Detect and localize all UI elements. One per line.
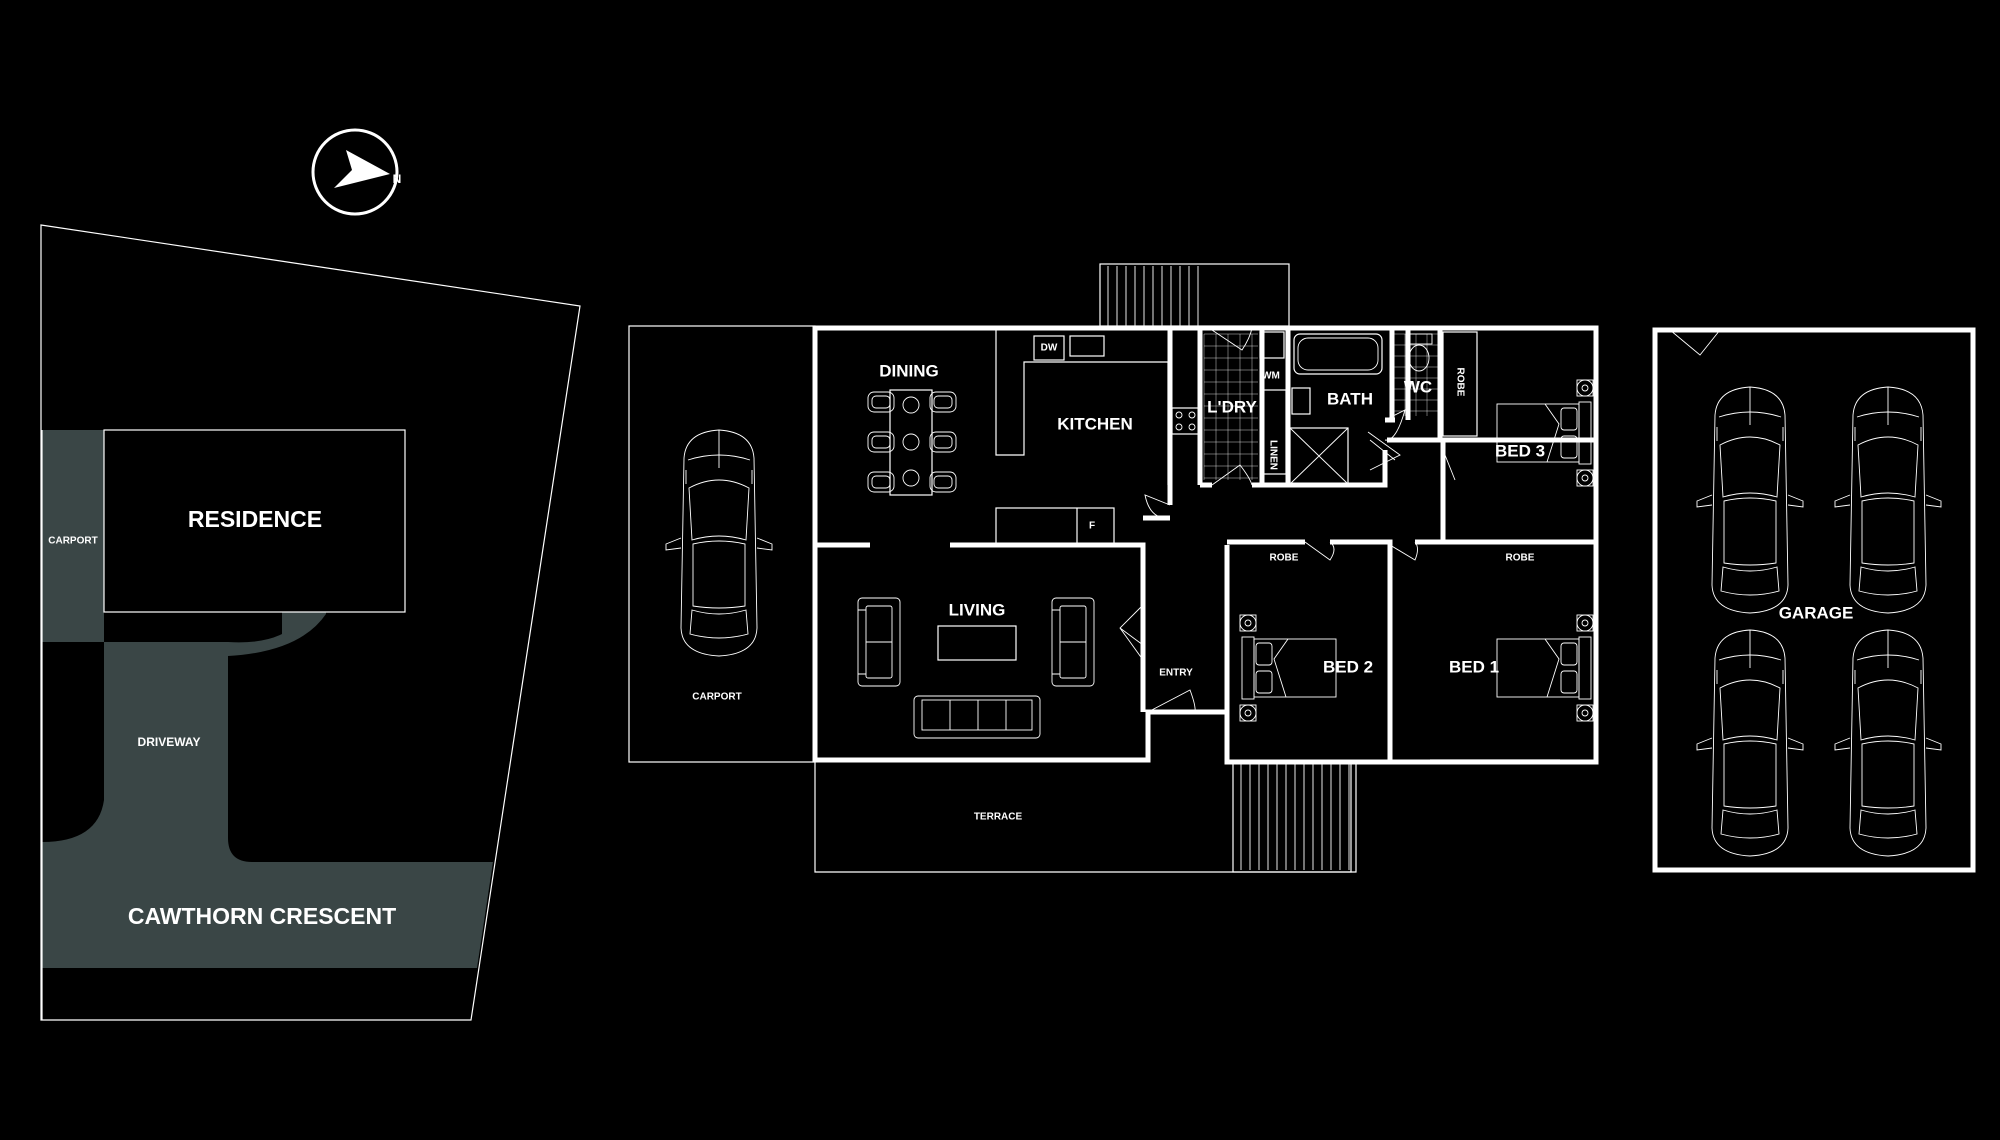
site-boundary: [40, 224, 581, 1021]
residence-label: RESIDENCE: [188, 506, 322, 532]
driveway-area-left: [42, 800, 104, 862]
bed2-label: BED 2: [1323, 657, 1373, 676]
bed1-label: BED 1: [1449, 657, 1499, 676]
sofa-icon: [857, 597, 1095, 739]
robe-bed2-label: ROBE: [1270, 553, 1299, 564]
dining-table: [867, 389, 957, 496]
toilet-icon: [1405, 333, 1433, 372]
house-plan: [628, 263, 1599, 873]
path-to-residence: [228, 612, 326, 656]
street-label: CAWTHORN CRESCENT: [128, 903, 396, 929]
robe-bed1-label: ROBE: [1506, 553, 1535, 564]
dw-label: DW: [1041, 343, 1058, 354]
entry-label: ENTRY: [1159, 668, 1193, 679]
carport-label: CARPORT: [692, 692, 741, 703]
bath-label: BATH: [1327, 389, 1373, 408]
wc-label: WC: [1404, 377, 1432, 396]
stairs-top: [1099, 263, 1290, 327]
stairs-bottom: [1232, 761, 1352, 873]
room-labels: DINING KITCHEN L'DRY BATH WC BED 3 BED 2…: [692, 343, 1853, 823]
driveway-label: DRIVEWAY: [138, 735, 201, 749]
living-label: LIVING: [949, 600, 1006, 619]
kitchen-label: KITCHEN: [1057, 414, 1133, 433]
terrace-outline: [814, 760, 1357, 873]
street-area: [42, 862, 493, 968]
north-arrow-icon: N: [311, 128, 402, 216]
wc-floor: [1393, 333, 1439, 416]
bed3-label: BED 3: [1495, 441, 1545, 460]
fridge-label: F: [1089, 521, 1095, 532]
laundry-label: L'DRY: [1207, 397, 1257, 416]
site-carport-area: [42, 430, 104, 642]
site-residence-outline: [103, 429, 406, 613]
garage-plan: [1652, 327, 1976, 873]
garage-label: GARAGE: [1779, 603, 1854, 622]
driveway-area: [104, 642, 252, 862]
dining-label: DINING: [879, 361, 939, 380]
north-label: N: [393, 172, 402, 186]
linen-label: LINEN: [1267, 440, 1278, 470]
terrace-label: TERRACE: [974, 812, 1023, 823]
wm-label: WM: [1262, 371, 1280, 382]
site-plan: N RESIDENCE CARPORT DRIVEWAY CAWTHORN CR…: [40, 128, 581, 1021]
laundry-floor: [1203, 333, 1258, 480]
site-carport-label: CARPORT: [48, 536, 97, 547]
bed-icon: [1496, 379, 1594, 487]
robe-bed3-label: ROBE: [1454, 368, 1465, 397]
